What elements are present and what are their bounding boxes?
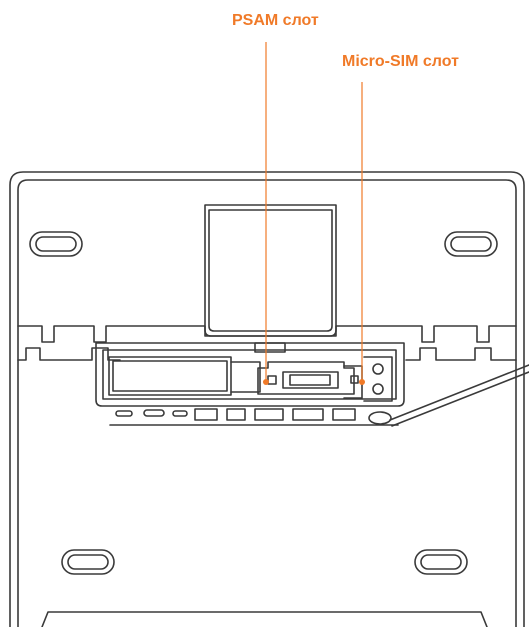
port-4 [194, 408, 218, 421]
port-6 [254, 408, 284, 421]
upper-ledge-lower-edge [17, 347, 121, 361]
battery-module [108, 356, 232, 396]
stand-shadow [208, 209, 333, 332]
card-compartment [95, 342, 405, 407]
top-left-foot-inner [35, 236, 77, 252]
device-body-outline [9, 171, 525, 627]
top-left-foot [29, 231, 83, 257]
psam-marker-dot [263, 379, 269, 385]
bottom-left-foot [61, 549, 115, 575]
bottom-left-foot-inner [67, 554, 109, 570]
port-1 [115, 410, 133, 417]
top-right-foot-inner [450, 236, 492, 252]
port-7 [292, 408, 324, 421]
psam-lock-icon [267, 375, 277, 385]
port-2 [143, 409, 165, 417]
upper-ledge-lower-edge-right [405, 347, 517, 361]
stylus [389, 364, 529, 427]
port-5 [226, 408, 246, 421]
bottom-right-foot-inner [420, 554, 462, 570]
microsim-slot-label: Micro-SIM слот [342, 53, 459, 70]
bottom-edge-detail [41, 611, 488, 627]
psam-slot-label: PSAM слот [232, 12, 319, 29]
microsim-screw-bottom [372, 383, 384, 395]
port-9-round [368, 411, 392, 425]
microsim-lock-icon [350, 375, 359, 384]
top-right-foot [444, 231, 498, 257]
psam-card-chip [282, 371, 339, 389]
microsim-side-bracket [363, 356, 393, 402]
port-3 [172, 410, 188, 417]
microsim-screw-top [372, 363, 384, 375]
psam-slot [257, 361, 355, 395]
device-body-inner-outline [17, 179, 517, 627]
port-8 [332, 408, 356, 421]
stand [204, 204, 337, 337]
microsim-marker-dot [359, 379, 365, 385]
upper-ledge [17, 325, 517, 343]
bottom-right-foot [414, 549, 468, 575]
battery-connector [230, 361, 261, 393]
compartment-tab [254, 342, 286, 353]
card-compartment-inner [102, 349, 397, 400]
battery-module-inner [112, 360, 228, 392]
psam-card-chip-inner [289, 374, 331, 386]
